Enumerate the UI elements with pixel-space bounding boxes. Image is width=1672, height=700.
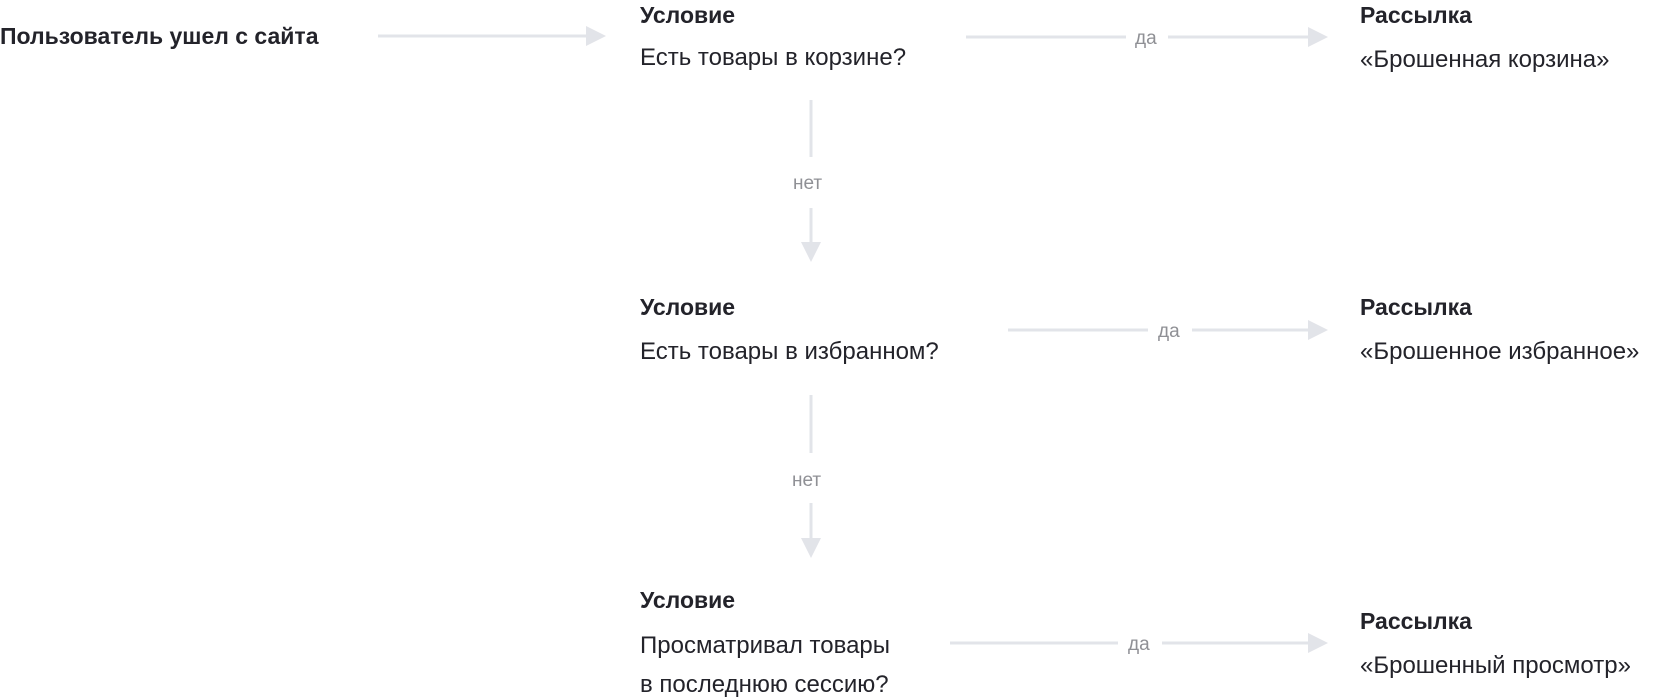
condition-1-no-label: нет (793, 173, 823, 194)
condition-2-no-label: нет (792, 470, 822, 491)
arrow-condition-1-yes (966, 27, 1328, 47)
condition-1-heading: Условие (640, 2, 736, 28)
arrow-condition-3-yes (950, 633, 1328, 653)
arrow-start-to-condition-1 (378, 26, 606, 46)
condition-3-text-line-2: в последнюю сессию? (640, 671, 889, 698)
mailing-2-name: «Брошенное избранное» (1360, 338, 1640, 365)
mailing-1-name: «Брошенная корзина» (1360, 46, 1610, 73)
arrow-condition-2-yes (1008, 320, 1328, 340)
condition-3-heading: Условие (640, 587, 736, 613)
mailing-3-name: «Брошенный просмотр» (1360, 652, 1631, 679)
condition-2-yes-label: да (1158, 321, 1180, 342)
mailing-3-heading: Рассылка (1360, 608, 1472, 634)
condition-3-text-line-1: Просматривал товары (640, 632, 891, 659)
condition-1-yes-label: да (1135, 28, 1157, 49)
condition-2-heading: Условие (640, 294, 736, 320)
condition-2-text: Есть товары в избранном? (640, 338, 939, 365)
condition-1-text: Есть товары в корзине? (640, 44, 907, 71)
arrow-condition-2-no (801, 395, 821, 558)
mailing-2-heading: Рассылка (1360, 294, 1472, 320)
start-node-label: Пользователь ушел с сайта (0, 23, 319, 49)
condition-3-yes-label: да (1128, 634, 1150, 655)
arrow-condition-1-no (801, 100, 821, 262)
mailing-1-heading: Рассылка (1360, 2, 1472, 28)
